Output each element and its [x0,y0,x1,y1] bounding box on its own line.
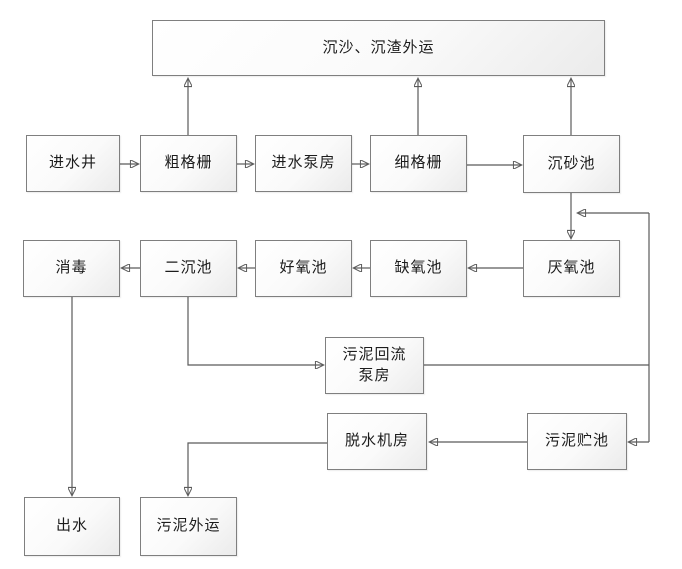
node-dewatering-room: 脱水机房 [327,413,427,470]
node-label: 缺氧池 [394,260,443,277]
node-label: 污泥回流泵房 [342,347,407,384]
node-label: 沉砂池 [547,155,596,172]
node-anoxic-tank: 缺氧池 [370,240,467,297]
node-label: 消毒 [55,260,88,277]
node-label: 细格栅 [394,155,443,172]
node-label: 粗格栅 [164,155,213,172]
node-fine-screen: 细格栅 [370,135,467,192]
node-inlet-pump-house: 进水泵房 [255,135,352,192]
node-label: 厌氧池 [547,260,596,277]
node-anaerobic-tank: 厌氧池 [523,240,620,297]
node-label: 好氧池 [279,260,328,277]
node-inlet-well: 进水井 [26,135,120,192]
node-grit-chamber: 沉砂池 [523,135,620,193]
node-label: 进水井 [48,155,97,172]
node-label: 出水 [55,518,88,535]
node-label: 脱水机房 [344,433,409,450]
node-sludge-return-pump-house: 污泥回流泵房 [325,337,424,394]
node-label: 污泥外运 [156,518,221,535]
node-label: 二沉池 [164,260,213,277]
node-label: 污泥贮池 [544,433,609,450]
node-disinfection: 消毒 [23,240,120,297]
node-label: 沉沙、沉渣外运 [322,39,435,56]
node-sludge-outbound: 污泥外运 [140,497,237,556]
node-label: 进水泵房 [271,155,336,172]
node-secondary-sedimentation-tank: 二沉池 [140,240,237,297]
edge-secondary-sedimentation-to-sludge-return-pump [187,297,323,365]
node-sediment-slag-outbound: 沉沙、沉渣外运 [152,20,605,76]
node-effluent: 出水 [24,497,120,556]
node-aerobic-tank: 好氧池 [255,240,352,297]
edge-dewatering-room-to-sludge-outbound [188,442,327,495]
node-coarse-screen: 粗格栅 [140,135,237,192]
node-sludge-storage-tank: 污泥贮池 [527,413,627,470]
